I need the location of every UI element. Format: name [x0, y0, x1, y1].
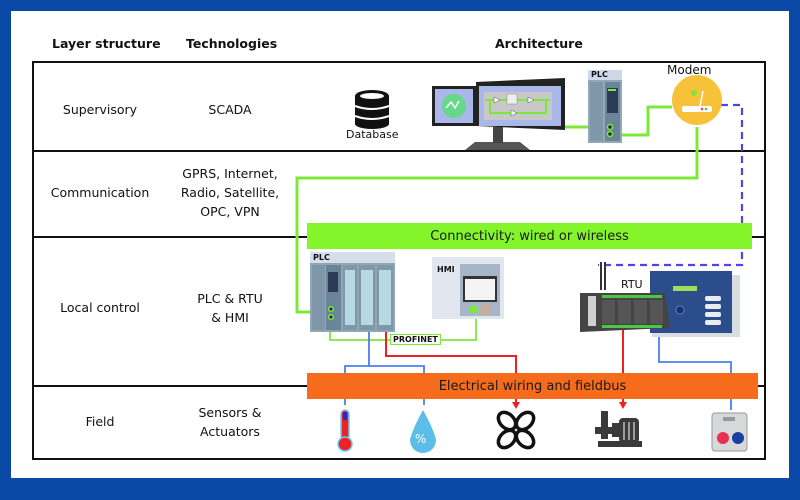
scada-monitors-icon — [432, 78, 565, 150]
tech-field: Sensors & Actuators — [165, 403, 295, 441]
header-architecture: Architecture — [495, 36, 583, 51]
layer-local-control: Local control — [60, 300, 140, 315]
hmi-label: HMI — [437, 265, 455, 274]
profinet-label: PROFINET — [390, 334, 441, 345]
modem-icon — [672, 75, 722, 125]
rtu-label: RTU — [621, 278, 643, 291]
modem-label: Modem — [667, 63, 712, 77]
tech-line: OPC, VPN — [200, 204, 260, 219]
connectivity-bar: Connectivity: wired or wireless — [307, 223, 752, 249]
humidity-drop-icon — [410, 410, 436, 453]
plc-to-modem-link — [612, 105, 672, 137]
red-arrowheads — [512, 402, 627, 409]
tech-local-control: PLC & RTU & HMI — [165, 289, 295, 327]
tech-communication: GPRS, Internet, Radio, Satellite, OPC, V… — [165, 164, 295, 221]
humidity-symbol: % — [415, 432, 427, 446]
layer-communication: Communication — [50, 185, 150, 200]
pump-motor-icon — [595, 411, 642, 447]
supervisory-plc-icon — [588, 70, 622, 143]
layer-field: Field — [85, 414, 115, 429]
layer-table — [32, 61, 766, 460]
wireless-dashed-link — [598, 103, 744, 267]
push-button-station-icon — [711, 412, 748, 452]
fieldbus-bar: Electrical wiring and fieldbus — [307, 373, 758, 399]
modem-to-local-plc-link — [295, 127, 699, 314]
local-plc-icon — [310, 252, 395, 332]
hmi-icon — [432, 257, 504, 319]
tech-line: Actuators — [200, 424, 260, 439]
tech-line: & HMI — [211, 310, 249, 325]
thermometer-icon — [337, 409, 353, 452]
header-technologies: Technologies — [186, 36, 278, 51]
local-plc-label: PLC — [313, 253, 330, 262]
fan-icon — [496, 410, 536, 450]
database-icon — [354, 90, 390, 129]
rtu-icon — [580, 262, 740, 337]
row-divider — [32, 150, 766, 152]
supervisory-plc-label: PLC — [591, 70, 608, 79]
tech-line: Radio, Satellite, — [180, 185, 280, 200]
tech-line: Sensors & — [198, 405, 262, 420]
header-layer-structure: Layer structure — [52, 36, 161, 51]
tech-supervisory: SCADA — [208, 102, 252, 117]
tech-line: PLC & RTU — [197, 291, 263, 306]
tech-line: GPRS, Internet, — [182, 166, 278, 181]
database-label: Database — [346, 128, 399, 141]
layer-supervisory: Supervisory — [62, 102, 138, 117]
